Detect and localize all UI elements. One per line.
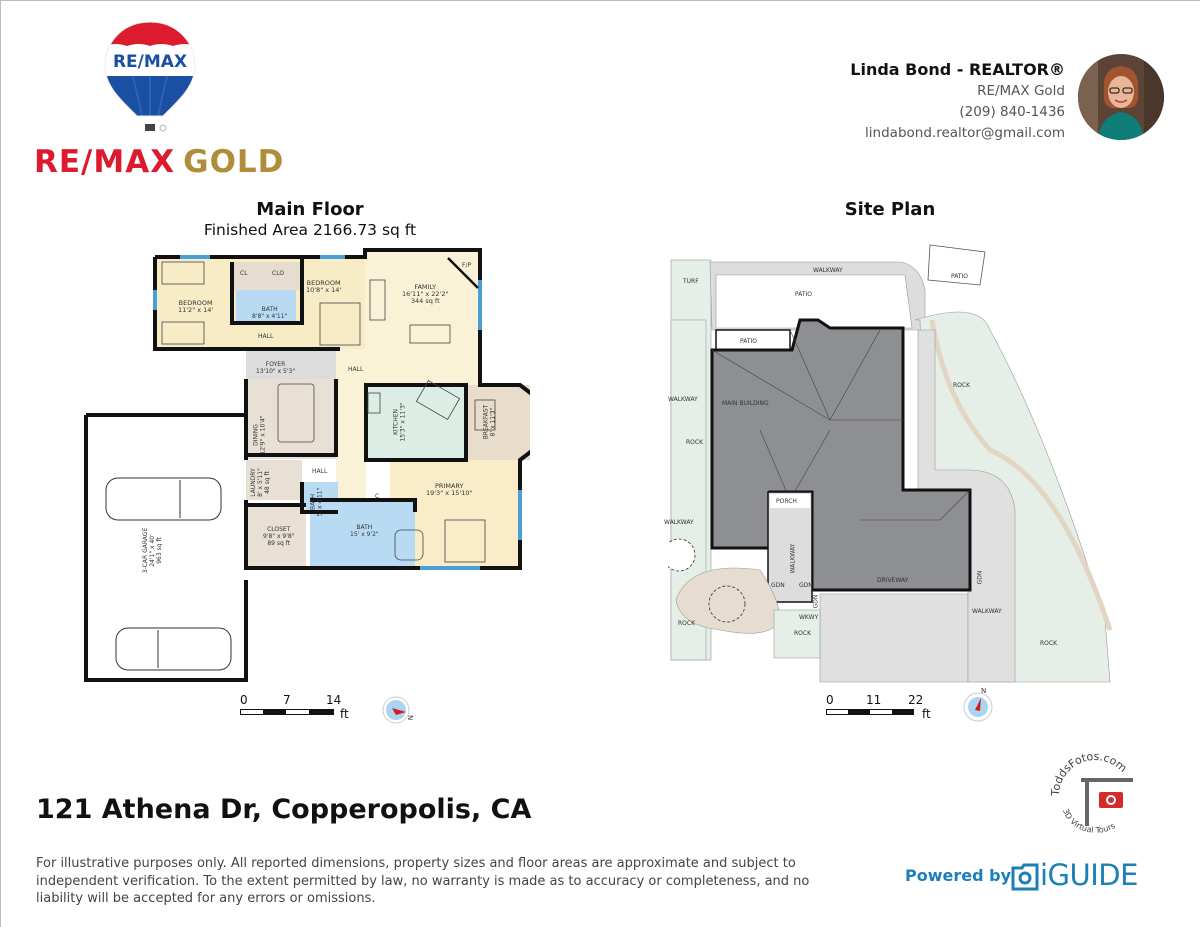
site-main-building: MAIN BUILDING <box>722 400 769 407</box>
svg-text:N: N <box>406 715 414 720</box>
site-patio-gazebo: PATIO <box>951 273 969 280</box>
site-gdn-4: GDN <box>976 570 984 585</box>
disclaimer-text: For illustrative purposes only. All repo… <box>36 856 810 906</box>
main-floor-compass-icon: N <box>382 696 416 726</box>
iguide-logo: iGUIDE <box>1040 858 1138 892</box>
site-turf: TURF <box>683 278 699 285</box>
room-hall-1: HALL <box>258 333 274 340</box>
site-patio-small: PATIO <box>740 338 758 345</box>
brand-gold: GOLD <box>183 144 285 180</box>
room-c: C <box>375 493 380 500</box>
site-plan: TURF WALKWAY PATIO PATIO PATIO MAIN BUIL… <box>662 240 1118 685</box>
main-floor-scale: 0 7 14 ft <box>240 693 349 721</box>
main-floor-area: Finished Area 2166.73 sq ft <box>203 221 417 239</box>
powered-by-label: Powered by <box>905 866 1011 885</box>
main-floor-title: Main Floor <box>256 199 364 220</box>
site-plan-compass-icon: N <box>962 684 996 724</box>
toddsfotos-logo: ToddsFotos.com 3D Virtual Tours <box>1045 748 1145 838</box>
iguide-icon <box>1010 862 1040 892</box>
agent-email[interactable]: lindabond.realtor@gmail.com <box>865 125 1065 141</box>
site-walkway-left-2: WALKWAY <box>664 519 694 526</box>
site-rock-bottom-left: ROCK <box>678 620 696 627</box>
site-walkway-porch: WALKWAY <box>789 543 797 574</box>
svg-text:ToddsFotos.com: ToddsFotos.com <box>1049 750 1130 797</box>
site-gdn-1: GDN <box>771 582 785 589</box>
room-hall-3: HALL <box>312 468 328 475</box>
agent-name: Linda Bond - REALTOR® <box>850 60 1065 79</box>
site-rock-bottom-mid: ROCK <box>794 630 812 637</box>
agent-phone[interactable]: (209) 840-1436 <box>959 104 1065 120</box>
site-walkway-top: WALKWAY <box>813 267 843 274</box>
site-walkway-left: WALKWAY <box>668 396 698 403</box>
room-fireplace: F/P <box>462 262 472 269</box>
site-porch: PORCH <box>776 498 797 505</box>
room-cl: CL <box>240 270 248 277</box>
agent-brokerage: RE/MAX Gold <box>977 83 1065 99</box>
balloon-text: RE/MAX <box>113 52 187 72</box>
property-address: 121 Athena Dr, Copperopolis, CA <box>36 794 532 825</box>
agent-avatar <box>1078 54 1164 140</box>
site-rock-left: ROCK <box>686 439 704 446</box>
site-plan-scale: 0 11 22 ft <box>826 693 931 721</box>
room-hall-2: HALL <box>348 366 364 373</box>
site-patio-main: PATIO <box>795 291 813 298</box>
site-gdn-3: GDN <box>812 594 820 609</box>
site-rock-right-top: ROCK <box>953 382 971 389</box>
agent-info: Linda Bond - REALTOR® RE/MAX Gold (209) … <box>850 59 1065 144</box>
site-rock-right-bottom: ROCK <box>1040 640 1058 647</box>
brand-remax: RE/MAX <box>34 144 176 180</box>
svg-text:N: N <box>981 687 986 695</box>
remax-balloon-logo: RE/MAX <box>103 20 197 138</box>
room-clo: CLO <box>272 270 285 277</box>
site-walkway-right: WALKWAY <box>972 608 1002 615</box>
site-wkwy: WKWY <box>799 614 819 621</box>
site-driveway: DRIVEWAY <box>877 577 909 584</box>
site-plan-title: Site Plan <box>844 199 936 220</box>
site-gdn-2: GDN <box>799 582 813 589</box>
